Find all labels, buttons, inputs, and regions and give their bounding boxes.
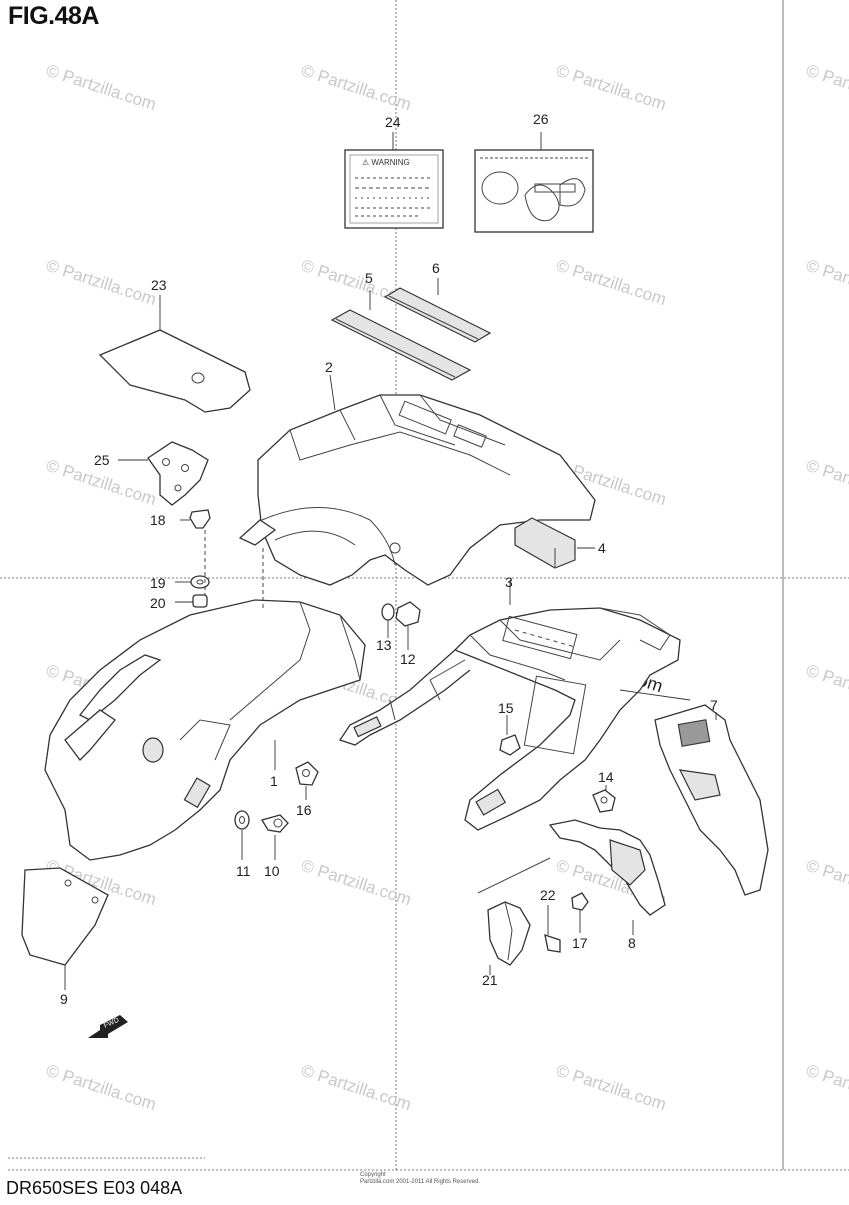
watermark-text: © Partzilla.com — [804, 456, 849, 509]
callout-12: 12 — [400, 651, 416, 667]
callout-23: 23 — [151, 277, 167, 293]
watermark-text: © Partzilla.com — [299, 856, 414, 909]
part-21-holder — [477, 857, 551, 975]
part-1-rear-fender — [44, 519, 366, 861]
watermark-text: © Partzilla.com — [804, 256, 849, 309]
part-20-nut — [175, 594, 208, 608]
callout-4: 4 — [598, 540, 606, 556]
callout-19: 19 — [150, 575, 166, 591]
callout-2: 2 — [325, 359, 333, 375]
callout-7: 7 — [710, 697, 718, 713]
part-8-license-bracket — [548, 819, 666, 935]
figure-label: FIG.48A — [8, 2, 99, 30]
callout-24: 24 — [385, 114, 401, 130]
warning-label-heading: ⚠ WARNING — [362, 158, 410, 167]
part-19-washer — [175, 575, 210, 589]
callout-1: 1 — [270, 773, 278, 789]
callout-9: 9 — [60, 991, 68, 1007]
callout-18: 18 — [150, 512, 166, 528]
watermark-text: © Partzilla.com — [804, 856, 849, 909]
part-9-mud-flap — [21, 867, 109, 990]
callout-10: 10 — [264, 863, 280, 879]
watermark-text: © Partzilla.com — [554, 256, 669, 309]
callout-3: 3 — [505, 574, 513, 590]
watermark-text: © Partzilla.com — [804, 61, 849, 114]
front-direction-arrow: FWD — [88, 1015, 128, 1038]
callout-17: 17 — [572, 935, 588, 951]
part-6-strip — [383, 278, 492, 343]
callout-11: 11 — [236, 863, 251, 879]
part-10-bolt — [261, 814, 289, 860]
part-17-bolt — [571, 892, 589, 933]
callout-22: 22 — [540, 887, 556, 903]
part-12-nut — [395, 601, 421, 650]
callout-25: 25 — [94, 452, 110, 468]
copyright-line: Copyright — [360, 1172, 386, 1178]
callout-26: 26 — [533, 111, 549, 127]
part-25-bracket — [118, 441, 209, 506]
callout-13: 13 — [376, 637, 392, 653]
watermark-text: © Partzilla.com — [554, 1061, 669, 1114]
part-3-rear-frame — [338, 580, 681, 831]
copyright-notice: Copyright Partzilla.com 2001-2011 All Ri… — [360, 1172, 480, 1186]
callout-20: 20 — [150, 595, 166, 611]
footer-code: DR650SES E03 048A — [6, 1178, 183, 1198]
part-16-bolt — [295, 761, 319, 800]
callout-5: 5 — [365, 270, 373, 286]
part-5-strip — [330, 290, 472, 381]
part-14-bolt — [592, 785, 616, 813]
part-2-upper-fender — [257, 374, 596, 586]
part-15-nut — [499, 715, 521, 756]
callout-15: 15 — [498, 700, 514, 716]
part-4-bar — [514, 517, 595, 569]
watermark-text: © Partzilla.com — [44, 61, 159, 114]
part-11-washer — [234, 810, 250, 860]
part-7-tail-bracket — [619, 689, 769, 896]
part-13-washer — [381, 603, 395, 638]
part-26-label — [474, 132, 594, 233]
watermark-text: © Partzilla.com — [804, 661, 849, 714]
part-18-clip — [180, 509, 211, 529]
watermark-text: © Partzilla.com — [44, 256, 159, 309]
callout-6: 6 — [432, 260, 440, 276]
callout-numbers: 24 26 23 6 5 2 25 18 4 3 19 20 13 12 7 1… — [60, 111, 718, 1007]
part-24-warning-label: ⚠ WARNING — [344, 132, 444, 229]
watermark-text: © Partzilla.com — [804, 1061, 849, 1114]
callout-8: 8 — [628, 935, 636, 951]
watermark-text: © Partzilla.com — [44, 1061, 159, 1114]
callout-16: 16 — [296, 802, 312, 818]
part-22-bolt — [544, 905, 561, 953]
part-23-cover — [98, 295, 251, 413]
copyright-line: Partzilla.com 2001-2011 All Rights Reser… — [360, 1179, 480, 1185]
callout-14: 14 — [598, 769, 614, 785]
callout-21: 21 — [482, 972, 498, 988]
watermark-text: © Partzilla.com — [554, 61, 669, 114]
